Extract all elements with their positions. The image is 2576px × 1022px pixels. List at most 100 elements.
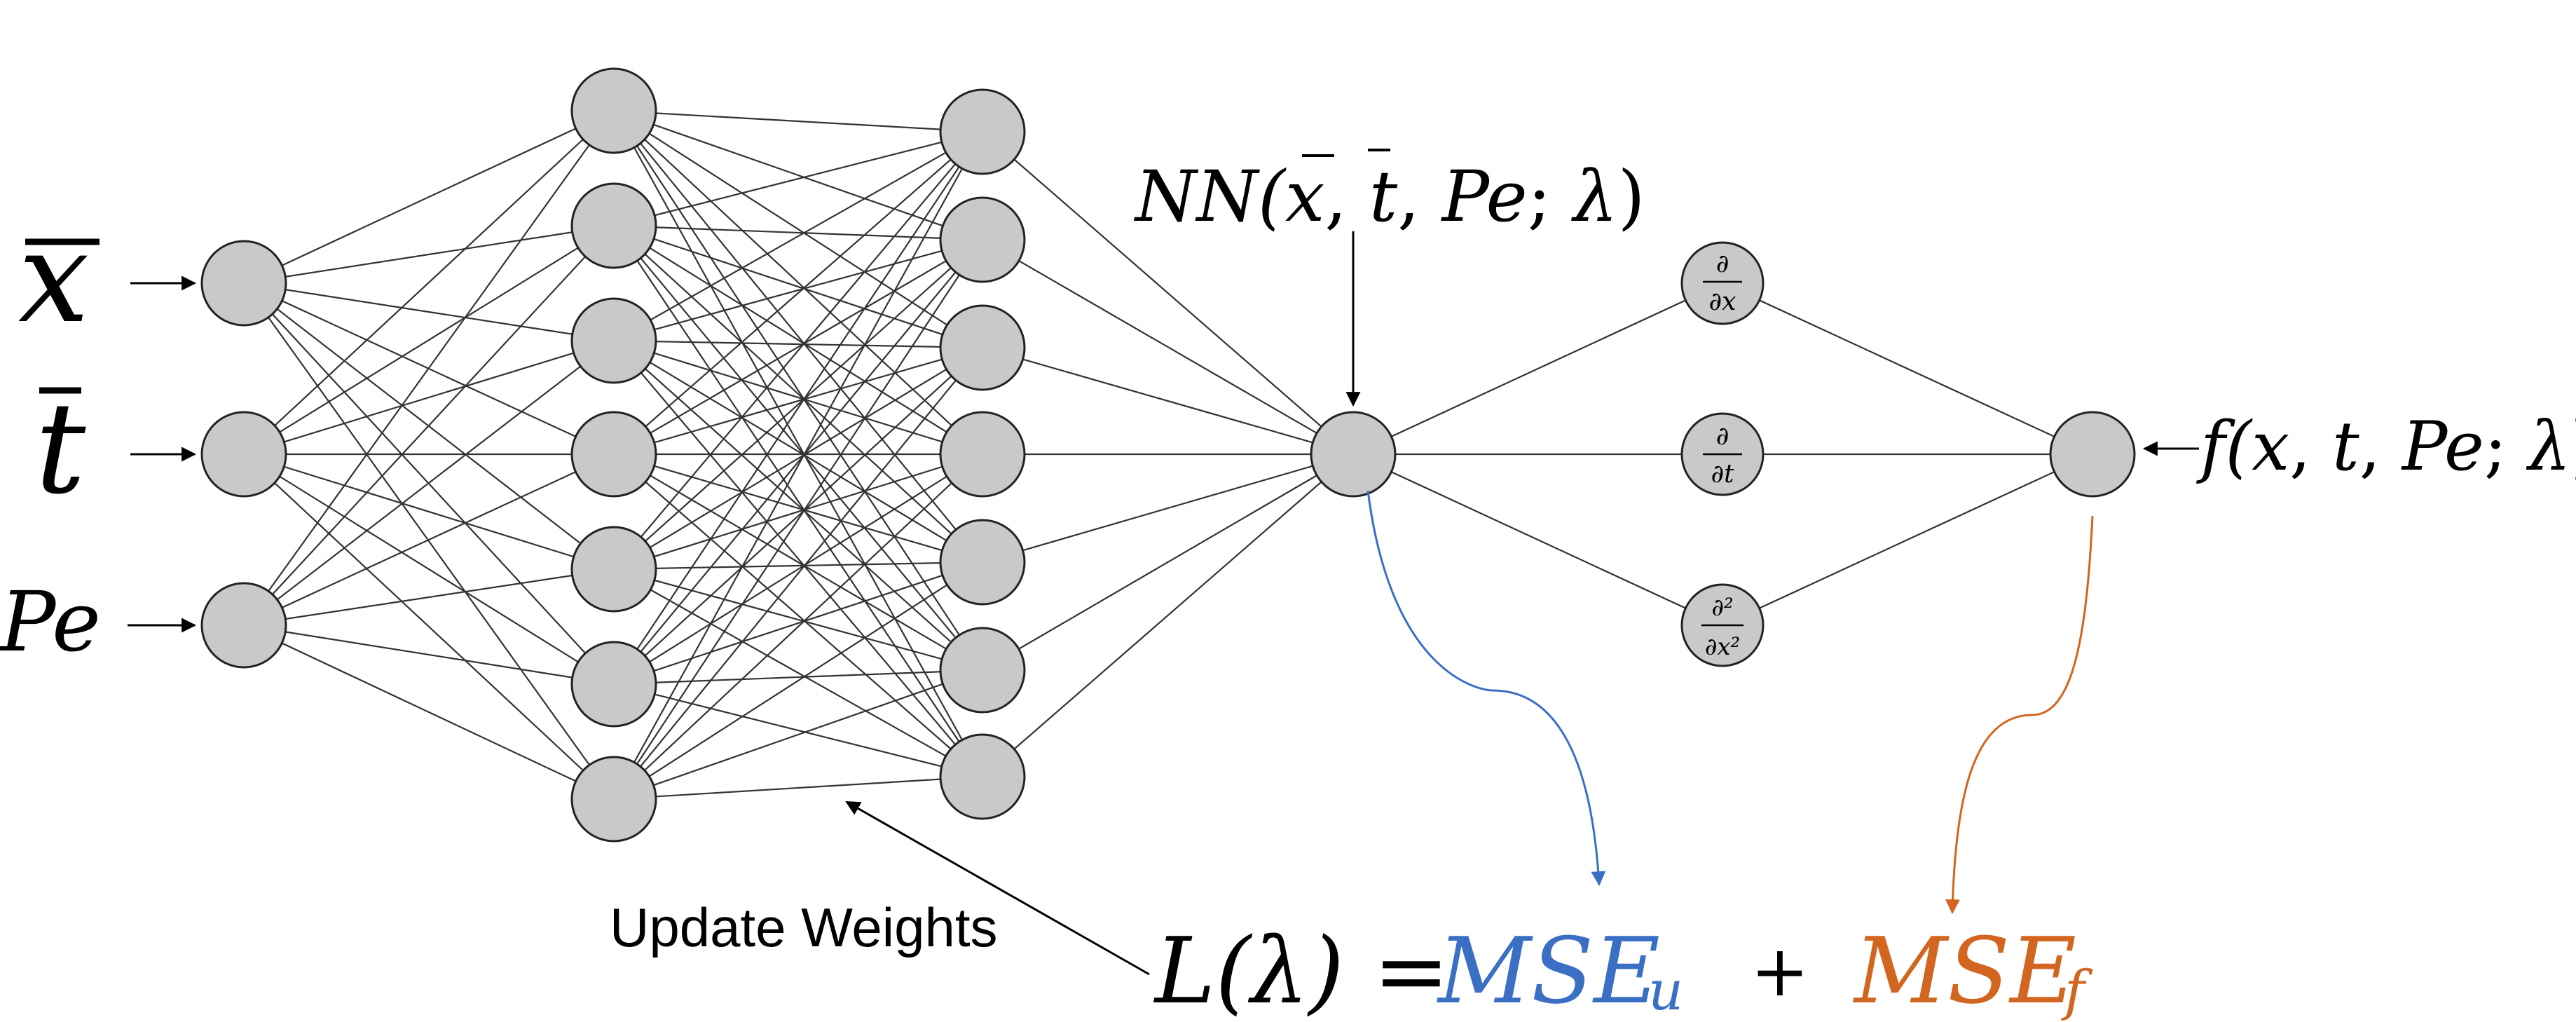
connection-edge xyxy=(982,131,1354,455)
hidden2-node xyxy=(939,733,1026,820)
hidden2-node xyxy=(939,411,1026,498)
residual-label: f(x, t, Pe; λ) xyxy=(2196,407,2576,486)
connection-edge xyxy=(613,347,983,800)
connection-edge xyxy=(613,225,983,671)
connection-edge xyxy=(613,131,983,570)
input-node xyxy=(200,240,287,327)
update-weights-label: Update Weights xyxy=(610,897,998,958)
connection-edge xyxy=(613,224,983,241)
svg-text:∂x: ∂x xyxy=(1709,287,1736,316)
hidden2-node xyxy=(939,304,1026,391)
connection-edge xyxy=(243,453,615,571)
derivative-edge xyxy=(1352,454,1723,626)
hidden1-node xyxy=(570,411,657,498)
connection-edge xyxy=(613,568,983,672)
connection-edge xyxy=(613,454,983,800)
connection-edge xyxy=(982,454,1354,671)
residual-edge xyxy=(1722,454,2093,626)
connection-edge xyxy=(613,239,983,570)
svg-text:∂: ∂ xyxy=(1716,250,1729,278)
connection-edge xyxy=(613,238,983,342)
connection-edge xyxy=(243,454,615,685)
connection-edge xyxy=(613,110,983,777)
connection-edge xyxy=(613,339,983,456)
mse-f-term: MSE xyxy=(1853,918,2076,1022)
connection-edge xyxy=(613,340,983,777)
connection-edge xyxy=(613,110,983,563)
output-node xyxy=(1310,411,1397,498)
residual-edge xyxy=(1722,282,2093,455)
hidden1-node xyxy=(570,182,657,269)
connection-edge xyxy=(613,224,983,349)
connection-edge xyxy=(982,453,1354,564)
connection-edge xyxy=(613,561,983,686)
connection-edge xyxy=(613,669,983,686)
input-x-label: x xyxy=(18,205,100,351)
connection-edge xyxy=(613,239,983,455)
connection-edge xyxy=(613,131,983,685)
connection-edge xyxy=(613,131,983,341)
connection-edge xyxy=(613,568,983,777)
network-nodes xyxy=(200,67,2136,843)
connection-edge xyxy=(243,568,615,627)
connection-edge xyxy=(613,346,983,456)
derivative-dt-label: ∂ ∂t xyxy=(1703,422,1742,489)
connection-edge xyxy=(243,225,615,455)
derivative-dx-label: ∂ ∂x xyxy=(1703,250,1742,316)
derivative-edge xyxy=(1352,282,1723,455)
connection-edge xyxy=(613,339,983,349)
loss-equation: L(λ) = MSE u + MSE f xyxy=(1153,918,2093,1022)
connection-edge xyxy=(243,282,615,342)
input-pe-label: Pe xyxy=(0,573,101,670)
connection-edge xyxy=(982,346,1354,456)
connection-edge xyxy=(243,624,615,686)
connection-edge xyxy=(243,282,615,800)
hidden1-node xyxy=(570,297,657,384)
connection-edge xyxy=(613,110,983,455)
hidden2-node xyxy=(939,519,1026,606)
mse-u-term: MSE xyxy=(1437,918,1660,1022)
connection-edge xyxy=(243,110,615,284)
connection-edge xyxy=(243,110,615,455)
svg-text:∂: ∂ xyxy=(1716,422,1729,451)
connection-edge xyxy=(613,225,983,777)
mse-f-arrow xyxy=(1945,515,2094,915)
connection-edge xyxy=(613,225,983,455)
hidden2-node xyxy=(939,627,1026,714)
connection-edge xyxy=(613,454,983,685)
hidden1-node xyxy=(570,526,657,613)
connection-edge xyxy=(613,669,983,800)
connection-edge xyxy=(613,131,983,455)
svg-text:t: t xyxy=(35,376,86,522)
connection-edge xyxy=(613,561,983,800)
connection-edge xyxy=(613,340,983,563)
hidden1-node xyxy=(570,641,657,728)
input-node xyxy=(200,411,287,498)
svg-text:f(x, t, Pe; λ): f(x, t, Pe; λ) xyxy=(2196,407,2576,486)
hidden1-node xyxy=(570,67,657,154)
connection-edge xyxy=(243,340,615,626)
connection-edge xyxy=(613,225,983,563)
connection-edge xyxy=(613,110,983,348)
residual-node xyxy=(2049,411,2136,498)
connection-edge xyxy=(613,109,983,133)
connection-edge xyxy=(613,110,983,671)
connection-edge xyxy=(613,453,983,571)
svg-text:∂t: ∂t xyxy=(1711,460,1734,489)
connection-edge xyxy=(613,347,983,570)
connection-edge xyxy=(243,339,615,456)
connection-edge xyxy=(243,225,615,626)
connection-edge xyxy=(613,454,983,671)
connection-edge xyxy=(243,224,615,285)
loss-plus: + xyxy=(1751,930,1809,1012)
network-output-label: NN(x, t, Pe; λ) xyxy=(1134,149,1645,238)
connection-edge xyxy=(613,561,983,571)
input-t-label: t xyxy=(35,376,86,522)
connection-edge xyxy=(613,239,983,800)
connection-edge xyxy=(613,340,983,671)
loss-lhs: L(λ) = xyxy=(1153,918,1449,1022)
svg-text:∂x²: ∂x² xyxy=(1705,633,1740,661)
svg-text:x: x xyxy=(18,205,90,351)
connection-edge xyxy=(613,347,983,685)
